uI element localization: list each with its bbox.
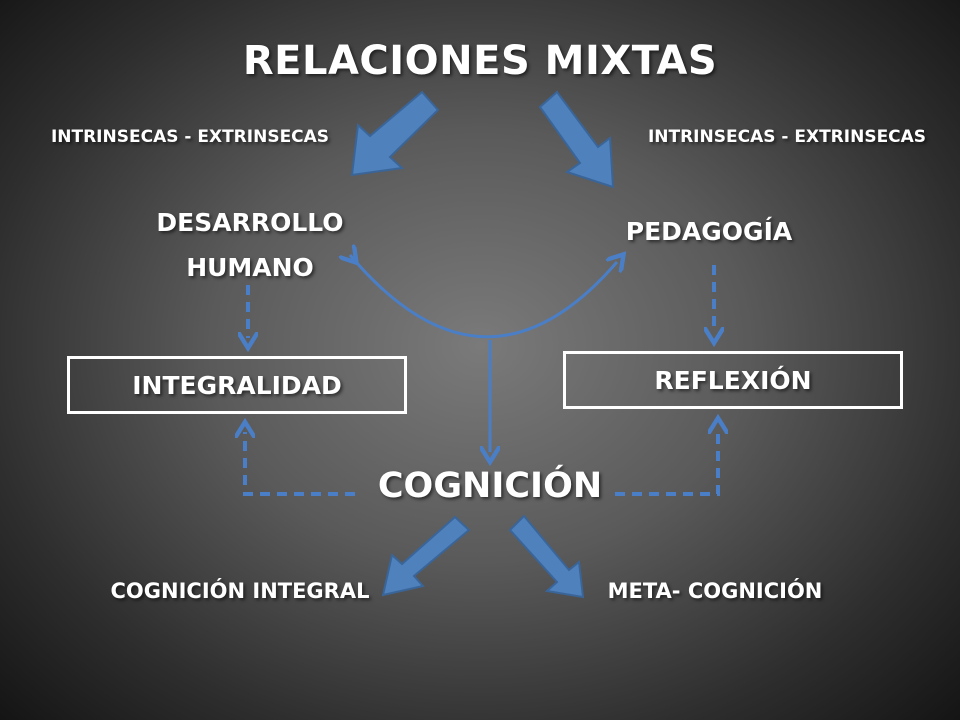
curved-arrow-desarrollo-pedagogia [350,255,617,339]
branch-label-right: INTRINSECAS - EXTRINSECAS [647,127,927,147]
block-arrow-title-to-left [350,90,440,177]
node-meta-cognicion: META- COGNICIÓN [607,579,823,603]
node-pedagogia: PEDAGOGÍA [625,217,793,246]
branch-label-left: INTRINSECAS - EXTRINSECAS [50,127,330,147]
box-integralidad-label: INTEGRALIDAD [132,370,342,400]
diagram-title: RELACIONES MIXTAS [242,38,718,84]
node-cognicion: COGNICIÓN [377,466,603,506]
block-arrow-title-to-right [538,90,615,189]
box-reflexion-label: REFLEXIÓN [654,365,812,395]
dashed-arrow-cognicion-to-reflexion [615,428,718,496]
node-cognicion-integral: COGNICIÓN INTEGRAL [110,579,370,603]
box-integralidad: INTEGRALIDAD [67,356,407,414]
dashed-arrow-cognicion-to-integralidad [245,432,355,496]
box-reflexion: REFLEXIÓN [563,351,903,409]
node-desarrollo-humano: DESARROLLO HUMANO [156,208,344,282]
block-arrow-cognicion-to-meta [508,514,585,599]
block-arrow-cognicion-to-integral [381,515,471,597]
